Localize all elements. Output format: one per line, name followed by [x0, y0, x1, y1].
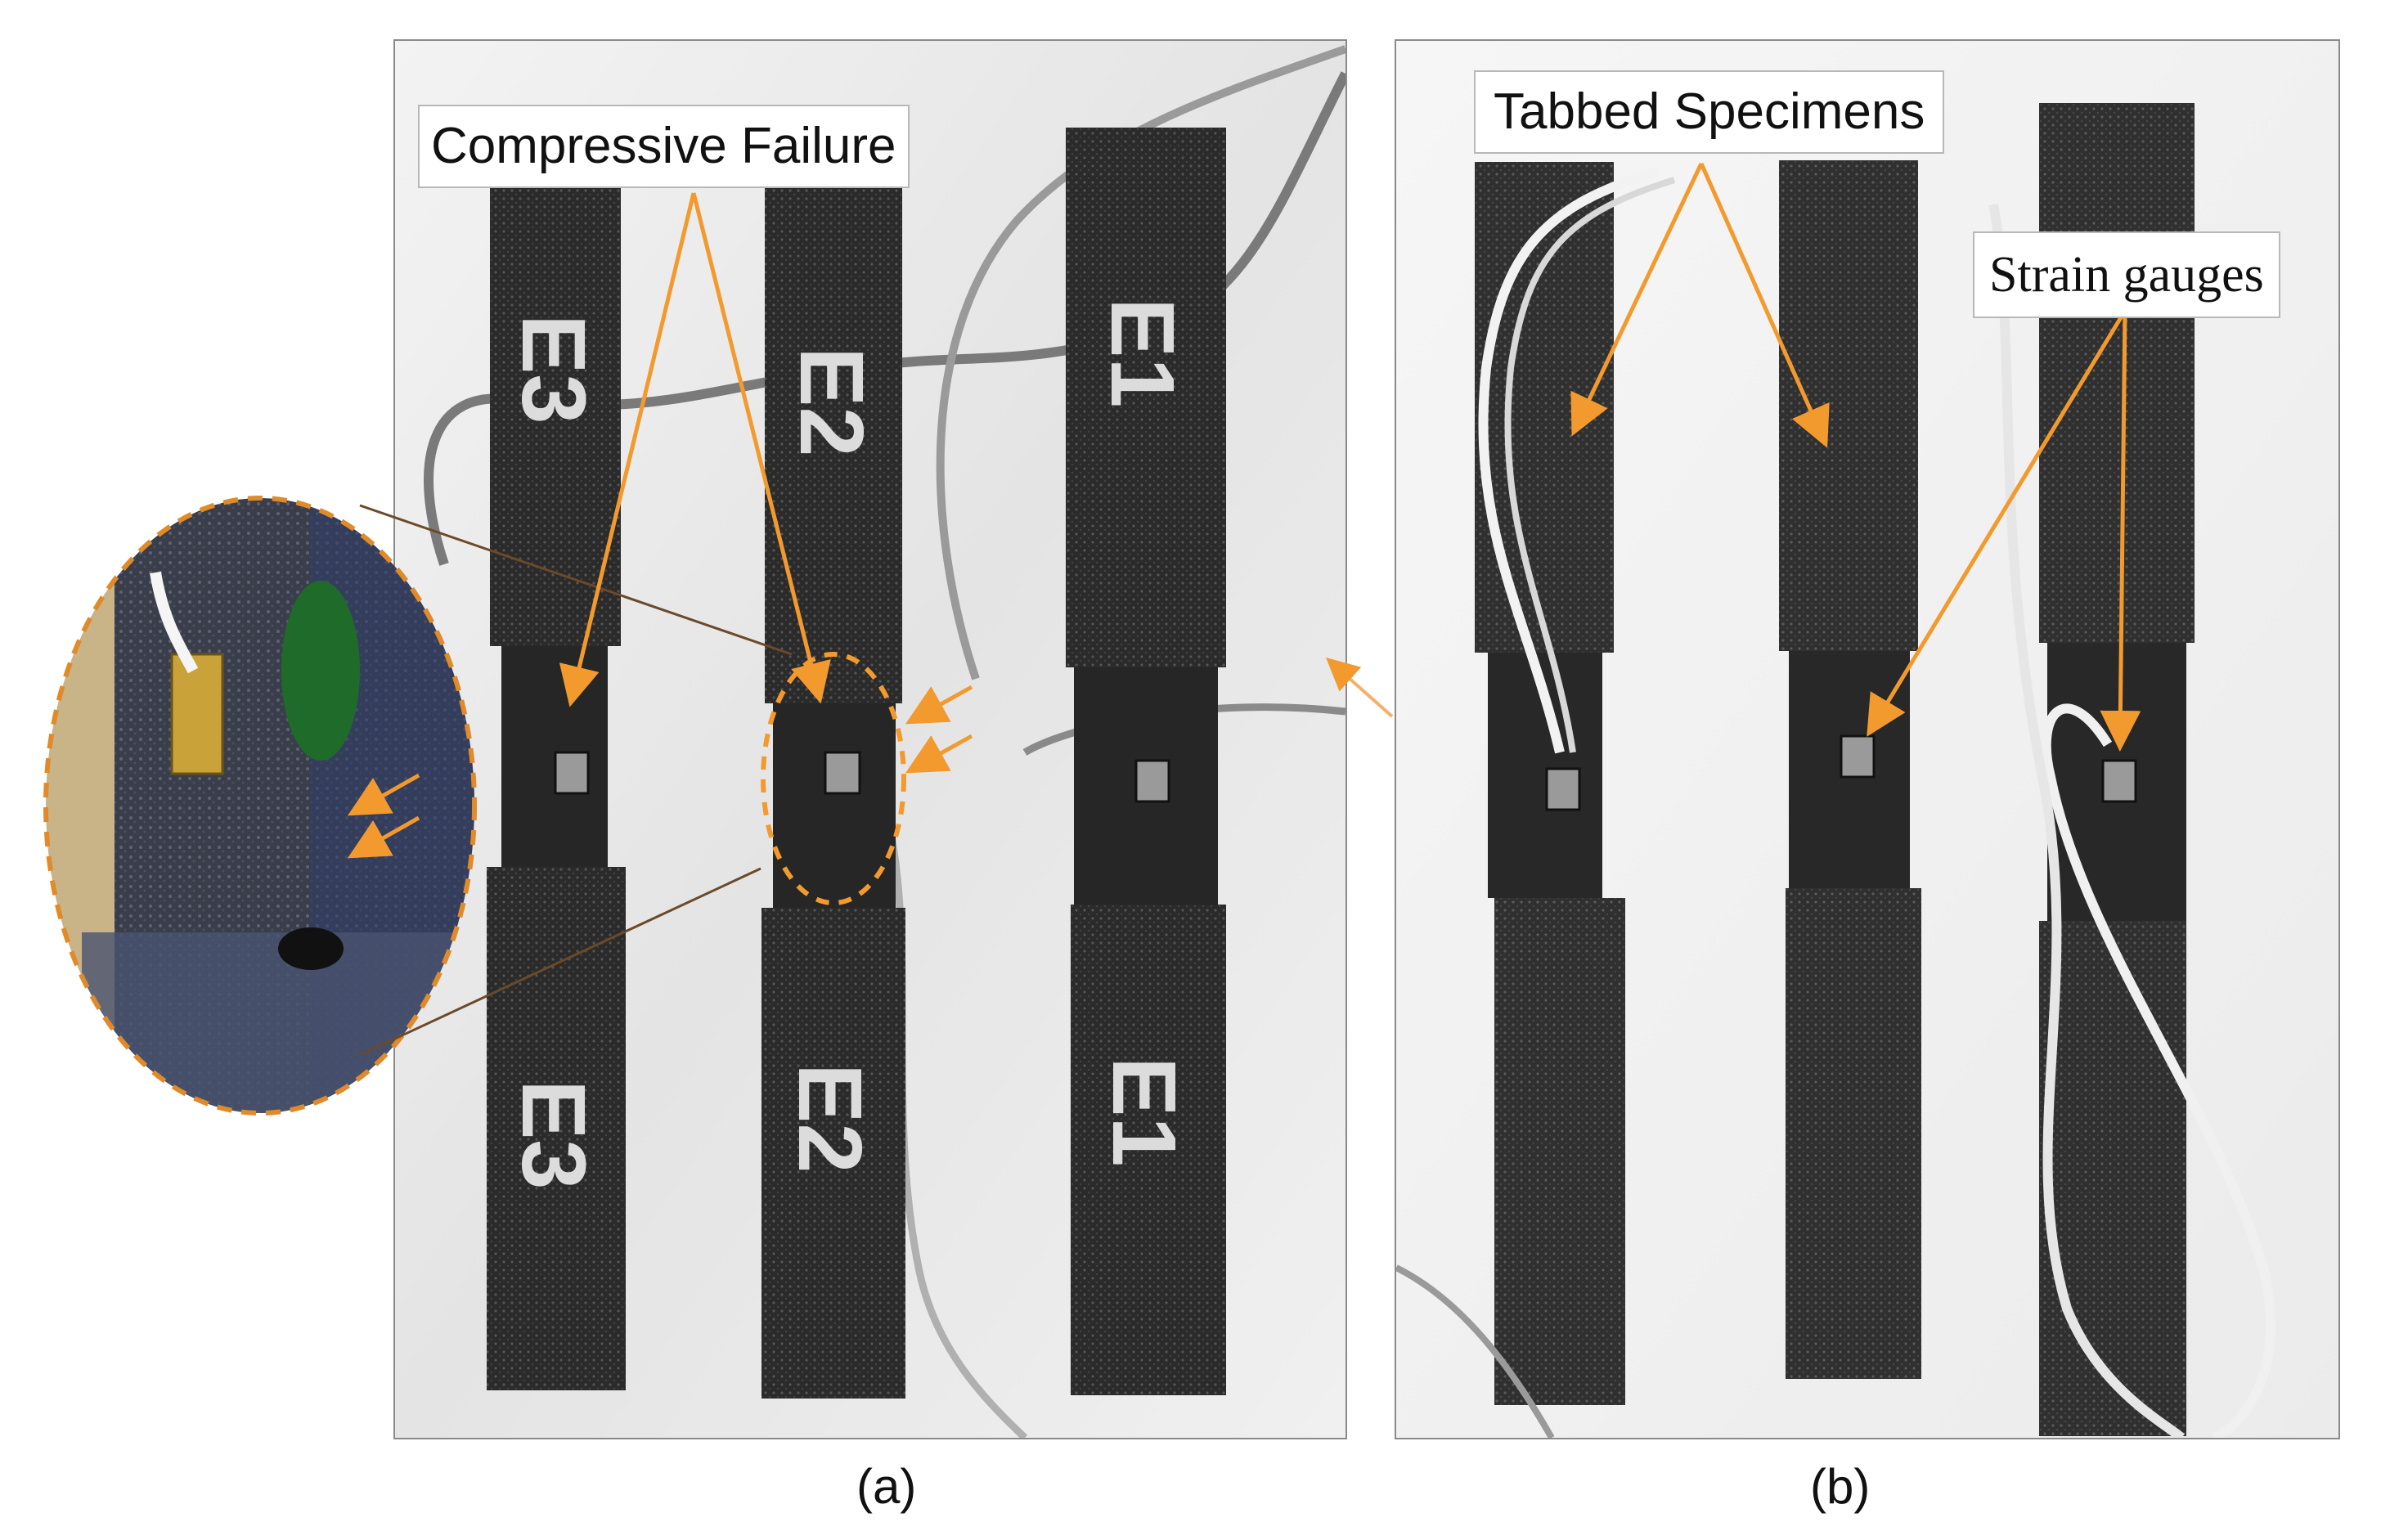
panel-b-caption: (b)	[1810, 1459, 1871, 1514]
strain-gauges-callout: Strain gauges	[1973, 231, 2280, 318]
zoom-inset-border	[43, 496, 477, 1116]
specimen-label-e1-top: E1	[1092, 298, 1193, 408]
specimen-label-e1-bottom: E1	[1094, 1057, 1194, 1167]
tabbed-specimens-callout: Tabbed Specimens	[1474, 70, 1945, 154]
specimen-label-e3-bottom: E3	[503, 1080, 604, 1190]
panel-a-caption: (a)	[856, 1459, 917, 1514]
specimen-label-e2-bottom: E2	[779, 1063, 880, 1174]
failure-region-outline	[761, 652, 906, 905]
compressive-failure-callout: Compressive Failure	[418, 105, 910, 188]
tabbed-specimen-3	[2039, 103, 2195, 1436]
specimen-e1	[1066, 128, 1226, 1395]
